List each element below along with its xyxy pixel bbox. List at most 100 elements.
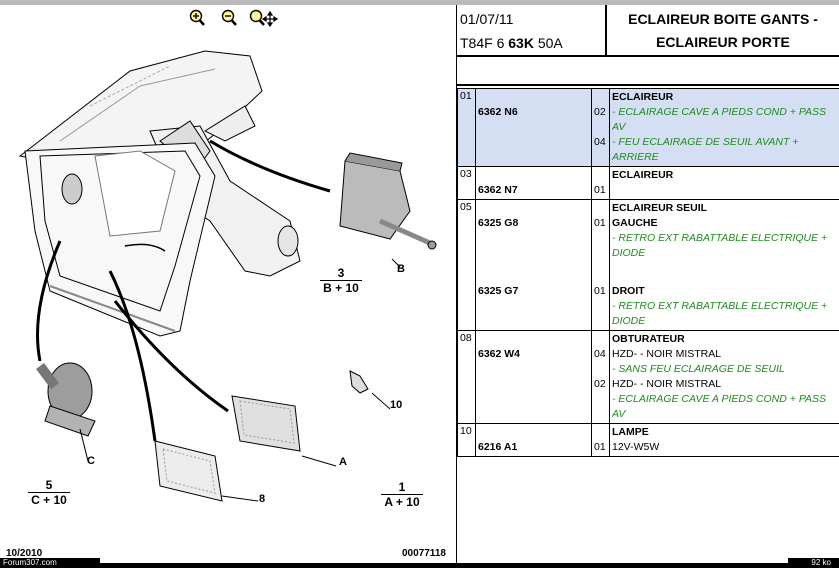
part-reference: 6325 G8 bbox=[478, 217, 519, 229]
quantity: 01 bbox=[594, 441, 606, 453]
header-title: ECLAIREUR BOITE GANTS - ECLAIREUR PORTE bbox=[607, 5, 839, 55]
part-number-8: 8 bbox=[259, 493, 266, 505]
status-size: 92 ko bbox=[788, 558, 839, 568]
quantities: 01 01 bbox=[591, 199, 610, 331]
row-number: 03 bbox=[457, 166, 476, 200]
zoom-out-icon[interactable] bbox=[220, 9, 238, 27]
row-number: 05 bbox=[457, 199, 476, 331]
quantity: 01 bbox=[594, 285, 606, 297]
application-note: - ECLAIRAGE CAVE A PIEDS COND + PASS AV bbox=[612, 393, 827, 420]
part-reference: 6362 N7 bbox=[478, 184, 518, 196]
callout-ref: A + 10 bbox=[381, 494, 423, 509]
callout-ref: C + 10 bbox=[28, 492, 70, 507]
zoom-in-icon[interactable] bbox=[188, 9, 206, 27]
part-title: ECLAIREUR bbox=[612, 169, 674, 181]
part-variant: GAUCHE bbox=[612, 217, 658, 229]
quantities: 04 02 bbox=[591, 330, 610, 424]
descriptions: ECLAIREUR - ECLAIRAGE CAVE A PIEDS COND +… bbox=[609, 88, 839, 167]
part-variant: HZD- - NOIR MISTRAL bbox=[612, 378, 722, 390]
quantities: 02 04 bbox=[591, 88, 610, 167]
part-variant: HZD- - NOIR MISTRAL bbox=[612, 348, 722, 360]
row-number: 08 bbox=[457, 330, 476, 424]
exploded-view-drawing bbox=[18, 50, 437, 502]
part-letter-a: A bbox=[339, 456, 347, 468]
part-refs: 6362 N7 bbox=[475, 166, 592, 200]
quantity bbox=[594, 362, 607, 377]
callout-number: 5 bbox=[45, 478, 53, 492]
part-refs: 6362 W4 bbox=[475, 330, 592, 424]
part-letter-c: C bbox=[87, 455, 95, 467]
quantity bbox=[594, 299, 607, 329]
part-reference: 6362 N6 bbox=[478, 106, 518, 118]
part-variant: 12V-W5W bbox=[612, 441, 660, 453]
part-title: OBTURATEUR bbox=[612, 333, 685, 345]
descriptions: ECLAIREUR bbox=[609, 166, 839, 200]
callout-ref: B + 10 bbox=[320, 280, 362, 295]
descriptions: ECLAIREUR SEUIL GAUCHE - RETRO EXT RABATTA… bbox=[609, 199, 839, 331]
title-line-2: ECLAIREUR PORTE bbox=[656, 34, 790, 50]
header-info: 01/07/11 T84F 6 63K 50A bbox=[457, 5, 607, 55]
diagram-date: 10/2010 bbox=[6, 548, 43, 559]
part-reference: 6216 A1 bbox=[478, 441, 518, 453]
row-number: 10 bbox=[457, 423, 476, 457]
ref-suffix: 50A bbox=[533, 35, 563, 51]
part-refs: 6216 A1 bbox=[475, 423, 592, 457]
part-title: ECLAIREUR bbox=[612, 91, 674, 103]
part-reference: 6325 G7 bbox=[478, 285, 519, 297]
parts-panel: 01/07/11 T84F 6 63K 50A ECLAIREUR BOITE … bbox=[457, 5, 839, 563]
callout-5-c-10: 5 C + 10 bbox=[28, 479, 70, 507]
descriptions: OBTURATEUR HZD- - NOIR MISTRAL - SANS FEU … bbox=[609, 330, 839, 424]
callout-number: 1 bbox=[398, 480, 406, 494]
quantity: 02 bbox=[594, 378, 606, 390]
descriptions: LAMPE 12V-W5W bbox=[609, 423, 839, 457]
quantity: 04 bbox=[594, 136, 606, 148]
quantity: 01 bbox=[594, 184, 606, 196]
part-title: ECLAIREUR SEUIL bbox=[612, 202, 708, 214]
part-number-10: 10 bbox=[390, 399, 403, 411]
row-number: 01 bbox=[457, 88, 476, 167]
callout-3-b-10: 3 B + 10 bbox=[320, 267, 362, 295]
part-title: LAMPE bbox=[612, 426, 649, 438]
header-date: 01/07/11 bbox=[460, 11, 514, 27]
diagram-panel: 3 B + 10 5 C + 10 1 A + 10 B C A 8 10 10… bbox=[0, 5, 456, 563]
callout-1-a-10: 1 A + 10 bbox=[381, 481, 423, 509]
application-note: - SANS FEU ECLAIRAGE DE SEUIL bbox=[612, 363, 785, 375]
part-refs: 6362 N6 bbox=[475, 88, 592, 167]
quantities: 01 bbox=[591, 166, 610, 200]
quantity bbox=[594, 392, 607, 422]
quantity: 01 bbox=[594, 217, 606, 229]
ref-prefix: T84F 6 bbox=[460, 35, 509, 51]
status-bar bbox=[0, 563, 839, 568]
ref-bold: 63K bbox=[508, 35, 534, 51]
header-rule-2 bbox=[457, 84, 839, 86]
part-reference: 6362 W4 bbox=[478, 348, 521, 360]
application-note: - RETRO EXT RABATTABLE ELECTRIQUE + DIOD… bbox=[612, 300, 828, 327]
title-line-1: ECLAIREUR BOITE GANTS - bbox=[628, 11, 818, 27]
window-top-bar bbox=[0, 0, 839, 5]
part-variant: DROIT bbox=[612, 285, 645, 297]
part-variant bbox=[612, 183, 837, 198]
quantities: 01 bbox=[591, 423, 610, 457]
application-note: - FEU ECLAIRAGE DE SEUIL AVANT + ARRIERE bbox=[612, 136, 799, 163]
part-refs: 6325 G8 6325 G7 bbox=[475, 199, 592, 331]
drawing-number: 00077118 bbox=[402, 548, 446, 559]
status-site: Forum307.com bbox=[0, 558, 100, 568]
quantity: 04 bbox=[594, 348, 606, 360]
quantity bbox=[594, 231, 607, 261]
callout-number: 3 bbox=[337, 266, 345, 280]
panel-divider bbox=[456, 5, 457, 563]
header-reference: T84F 6 63K 50A bbox=[460, 35, 563, 51]
header-rule bbox=[457, 55, 839, 57]
application-note: - RETRO EXT RABATTABLE ELECTRIQUE + DIOD… bbox=[612, 232, 828, 259]
part-letter-b: B bbox=[397, 263, 405, 275]
application-note: - ECLAIRAGE CAVE A PIEDS COND + PASS AV bbox=[612, 106, 827, 133]
quantity: 02 bbox=[594, 106, 606, 118]
zoom-pan-icon[interactable] bbox=[248, 9, 278, 27]
part-title bbox=[612, 269, 837, 284]
